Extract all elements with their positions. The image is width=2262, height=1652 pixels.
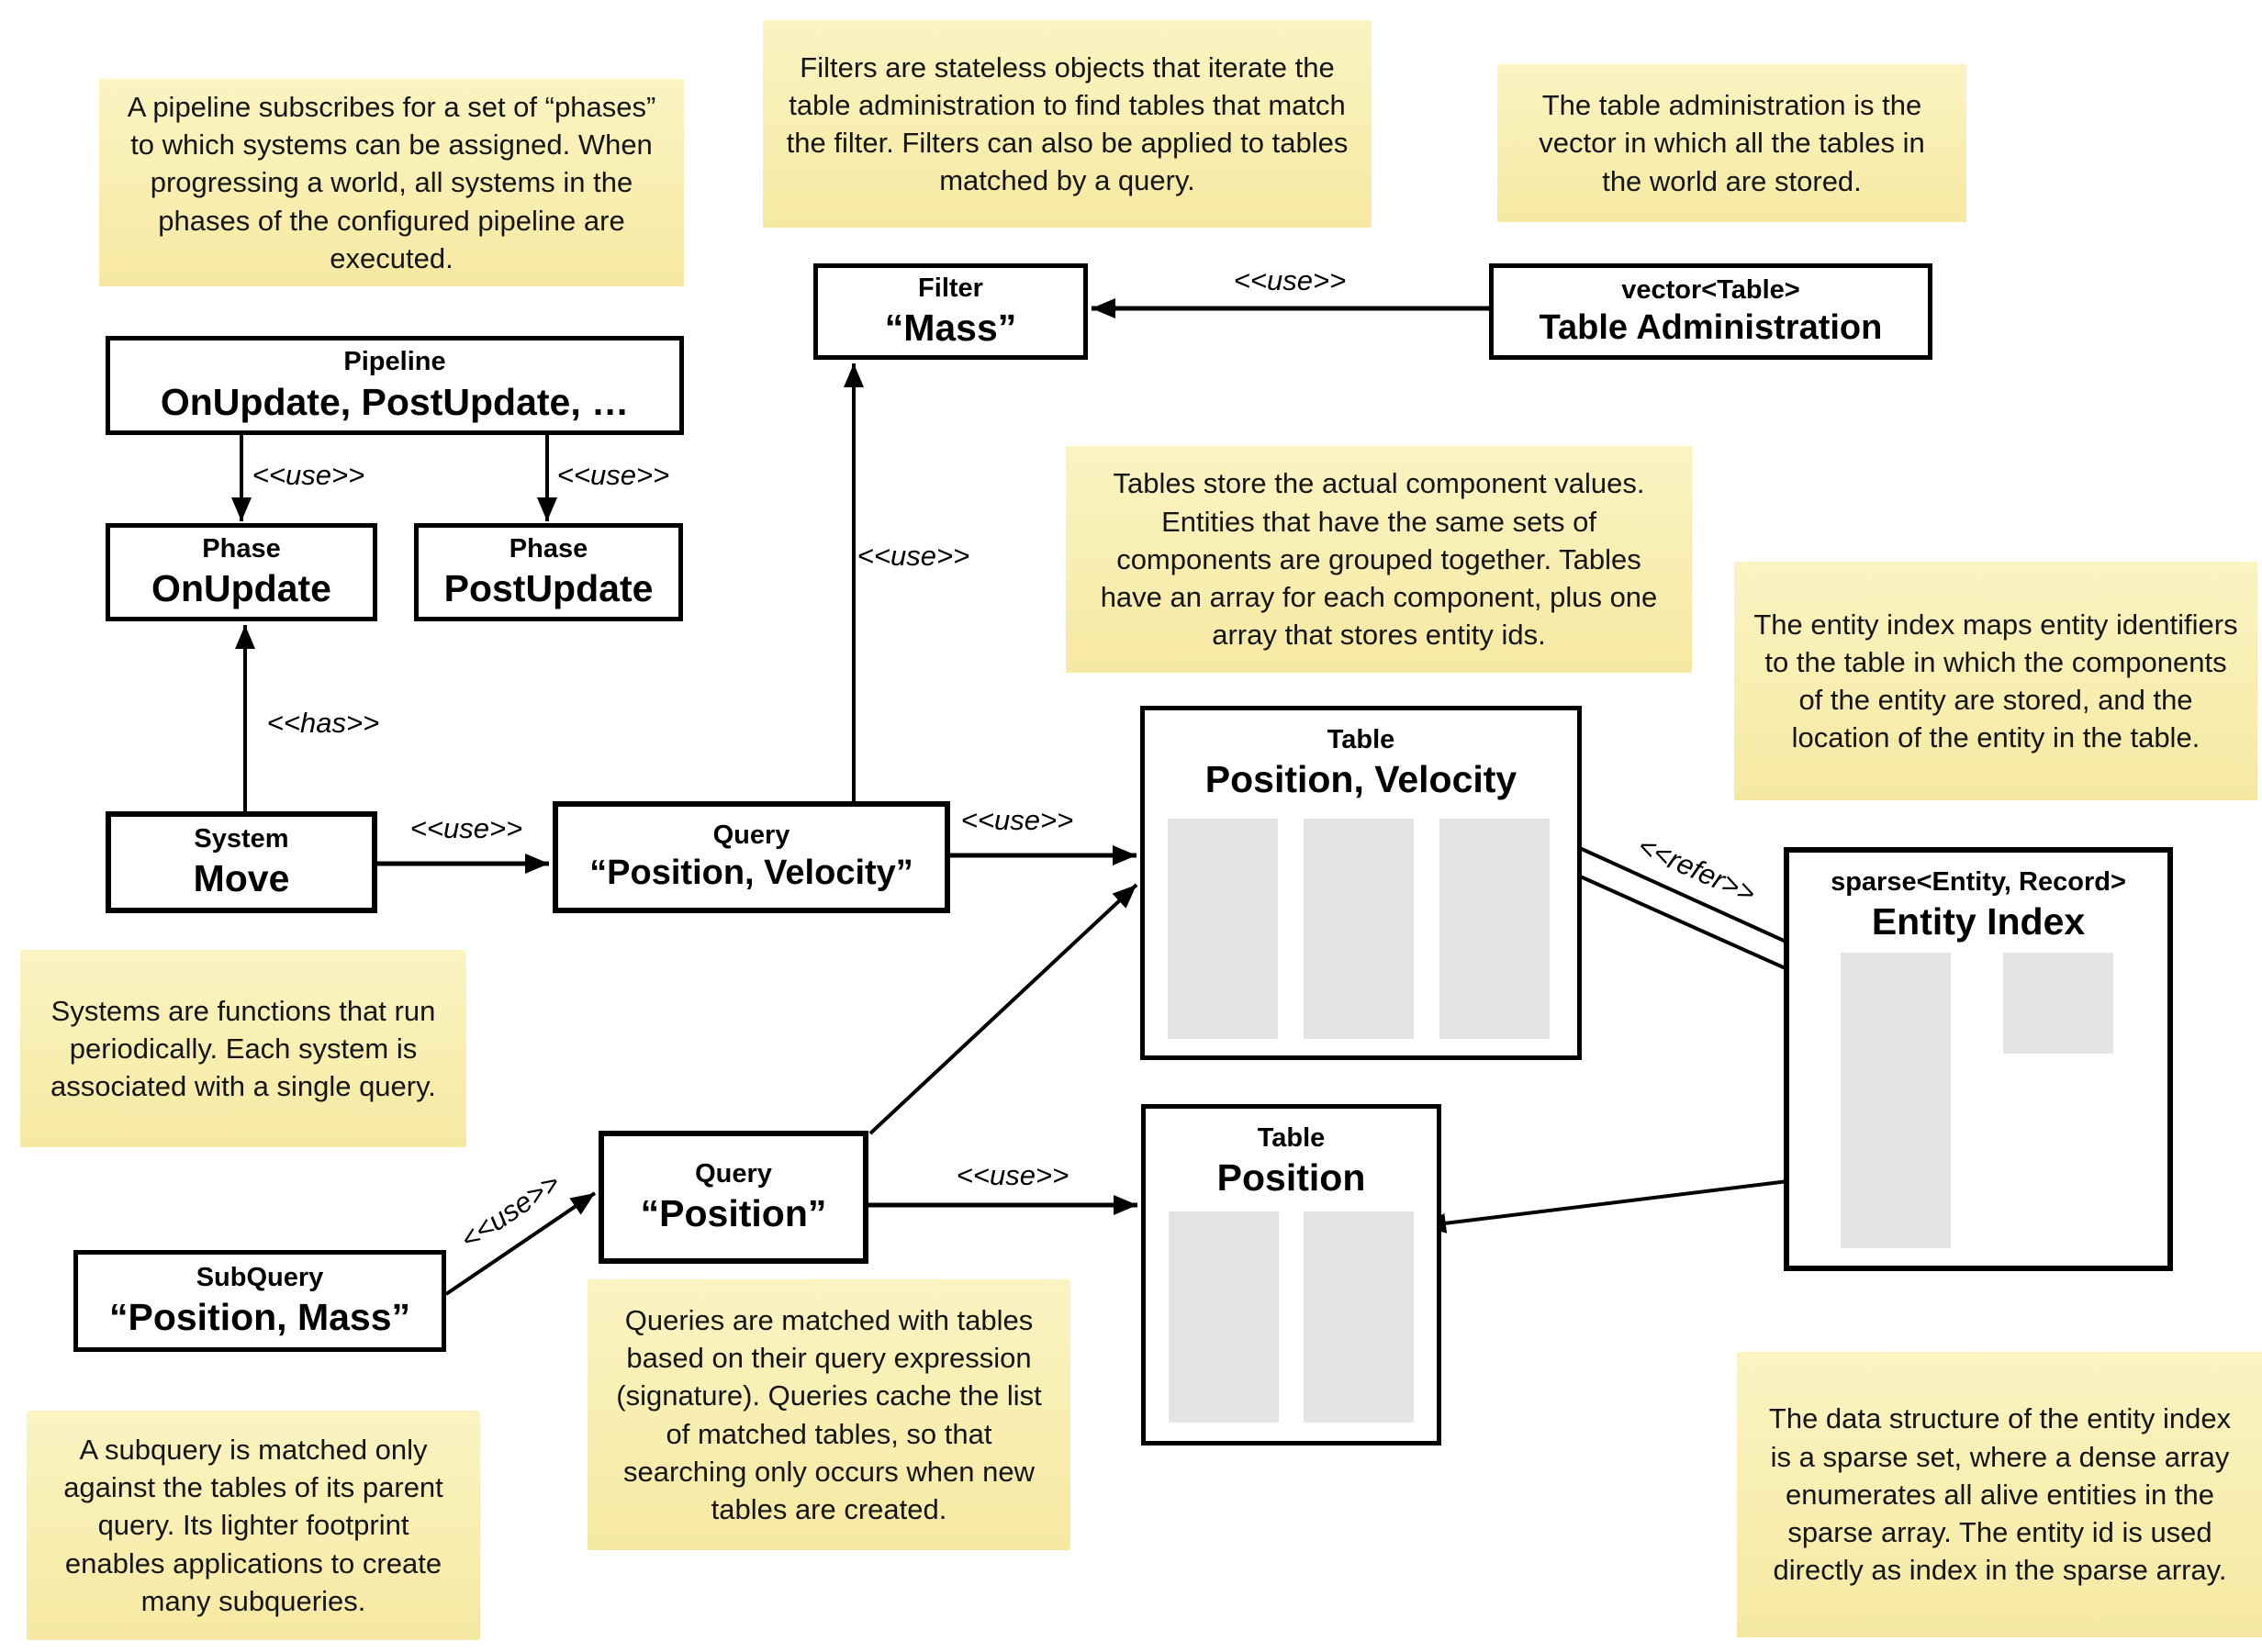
box-system-move-title: System xyxy=(194,823,289,854)
box-pipeline-title: Pipeline xyxy=(343,347,446,377)
label-querypos-tablepos: <<use>> xyxy=(956,1159,1069,1191)
box-pipeline-name: OnUpdate, PostUpdate, … xyxy=(160,380,630,423)
box-table-position-title: Table xyxy=(1257,1123,1326,1153)
label-pipeline-onupdate: <<use>> xyxy=(252,459,365,491)
box-query-position-velocity: Query “Position, Velocity” xyxy=(553,801,950,913)
component-array-pos-1 xyxy=(1169,1211,1279,1423)
edge-sparse-tablepos xyxy=(1421,1173,1842,1233)
label-pipeline-postupdate: <<use>> xyxy=(556,459,670,491)
component-array-pv-1 xyxy=(1168,819,1278,1039)
box-table-administration-name: Table Administration xyxy=(1539,307,1883,347)
box-pipeline: Pipeline OnUpdate, PostUpdate, … xyxy=(106,336,684,435)
box-table-administration-title: vector<Table> xyxy=(1621,274,1800,305)
box-phase-postupdate: Phase PostUpdate xyxy=(414,523,683,621)
edge-querypos-tablepv xyxy=(868,883,1138,1135)
note-sparse-set: The data structure of the entity index i… xyxy=(1737,1352,2262,1637)
note-subquery: A subquery is matched only against the t… xyxy=(27,1411,480,1640)
component-array-pv-2 xyxy=(1304,819,1414,1039)
box-system-move-name: Move xyxy=(193,857,290,899)
label-query-filter: <<use>> xyxy=(857,540,970,572)
box-table-administration: vector<Table> Table Administration xyxy=(1489,263,1932,360)
component-array-pos-2 xyxy=(1304,1211,1414,1423)
dense-array xyxy=(2003,953,2113,1054)
sparse-array xyxy=(1841,953,1951,1248)
box-query-position-title: Query xyxy=(695,1158,772,1189)
box-query-position: Query “Position” xyxy=(599,1131,868,1264)
box-phase-postupdate-title: Phase xyxy=(509,533,588,564)
note-queries: Queries are matched with tables based on… xyxy=(588,1279,1070,1550)
component-array-pv-3 xyxy=(1439,819,1550,1039)
box-subquery: SubQuery “Position, Mass” xyxy=(73,1250,446,1352)
box-subquery-name: “Position, Mass” xyxy=(108,1296,411,1338)
note-systems: Systems are functions that run periodica… xyxy=(20,950,466,1147)
box-phase-onupdate: Phase OnUpdate xyxy=(106,523,377,621)
note-table-admin: The table administration is the vector i… xyxy=(1497,64,1966,222)
box-table-position-velocity-title: Table xyxy=(1327,725,1395,754)
label-system-phase: <<has>> xyxy=(266,707,380,739)
label-entityindex-refer: <<refer>> xyxy=(1632,829,1761,910)
box-entity-index-name: Entity Index xyxy=(1871,900,2086,943)
box-table-position-name: Position xyxy=(1216,1156,1366,1200)
label-tableadmin-filter: <<use>> xyxy=(1233,264,1347,296)
label-system-query: <<use>> xyxy=(409,812,523,844)
box-filter-mass: Filter “Mass” xyxy=(813,263,1088,360)
note-pipeline: A pipeline subscribes for a set of “phas… xyxy=(99,79,684,286)
box-table-position-velocity-name: Position, Velocity xyxy=(1204,758,1517,801)
box-system-move: System Move xyxy=(106,811,377,913)
box-query-position-name: “Position” xyxy=(640,1192,827,1234)
box-query-position-velocity-title: Query xyxy=(712,820,790,851)
box-subquery-title: SubQuery xyxy=(196,1262,324,1292)
label-subquery-querypos: <<use>> xyxy=(454,1166,566,1256)
box-phase-onupdate-name: OnUpdate xyxy=(151,567,331,609)
box-filter-mass-name: “Mass” xyxy=(884,307,1017,349)
box-entity-index-title: sparse<Entity, Record> xyxy=(1831,867,2126,897)
note-filters: Filters are stateless objects that itera… xyxy=(763,20,1372,228)
box-phase-postupdate-name: PostUpdate xyxy=(443,567,654,609)
note-tables: Tables store the actual component values… xyxy=(1066,446,1692,673)
note-entity-index: The entity index maps entity identifiers… xyxy=(1734,562,2257,800)
box-filter-mass-title: Filter xyxy=(918,273,983,303)
box-phase-onupdate-title: Phase xyxy=(202,533,281,564)
label-querypv-tablepv: <<use>> xyxy=(960,804,1074,836)
box-query-position-velocity-name: “Position, Velocity” xyxy=(589,854,913,893)
